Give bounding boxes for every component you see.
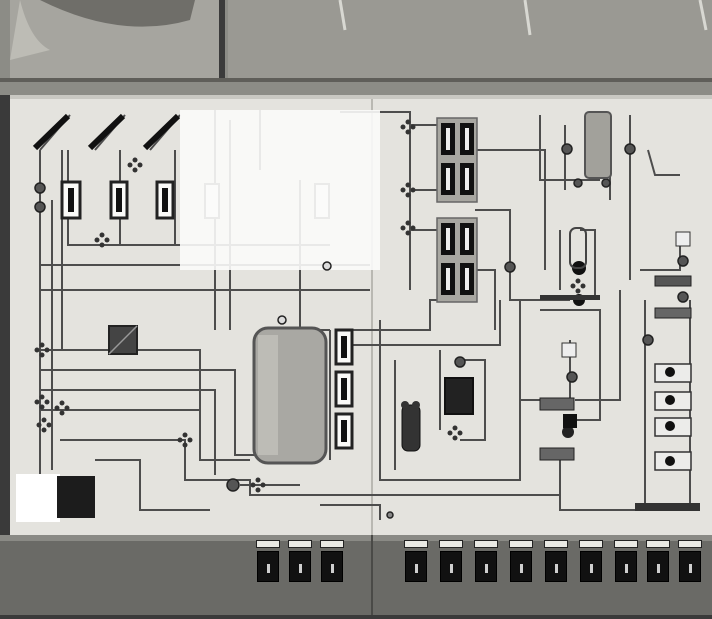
storage-tank <box>252 326 354 465</box>
console-switch-1[interactable] <box>256 540 280 584</box>
console-switch-7[interactable] <box>509 540 533 584</box>
valves <box>34 119 586 493</box>
boiler-black <box>57 476 95 518</box>
glare <box>180 110 380 270</box>
console-switch-8[interactable] <box>544 540 568 584</box>
controller-2 <box>539 447 575 461</box>
solar-collectors <box>32 113 181 151</box>
console-switch-10[interactable] <box>614 540 638 584</box>
console-switch-11[interactable] <box>646 540 670 584</box>
console-switch-6[interactable] <box>474 540 498 584</box>
boiler-stack-1 <box>436 117 478 203</box>
top-right-tank <box>584 111 612 179</box>
console-switch-5[interactable] <box>439 540 463 584</box>
expansion-vessel <box>401 401 421 452</box>
console <box>0 535 712 615</box>
plant-shadow <box>40 0 195 27</box>
console-switch-3[interactable] <box>320 540 344 584</box>
pump-black-3 <box>562 426 574 438</box>
right-column <box>635 231 700 511</box>
console-switch-2[interactable] <box>288 540 312 584</box>
boiler-stack-2 <box>436 217 478 303</box>
console-switch-4[interactable] <box>404 540 428 584</box>
console-switch-9[interactable] <box>579 540 603 584</box>
console-switch-12[interactable] <box>678 540 702 584</box>
controller-1 <box>539 397 575 411</box>
heat-exchanger-2 <box>444 377 474 415</box>
window-right <box>228 0 712 78</box>
white-label-card <box>16 474 60 522</box>
pump-circles <box>34 143 689 519</box>
